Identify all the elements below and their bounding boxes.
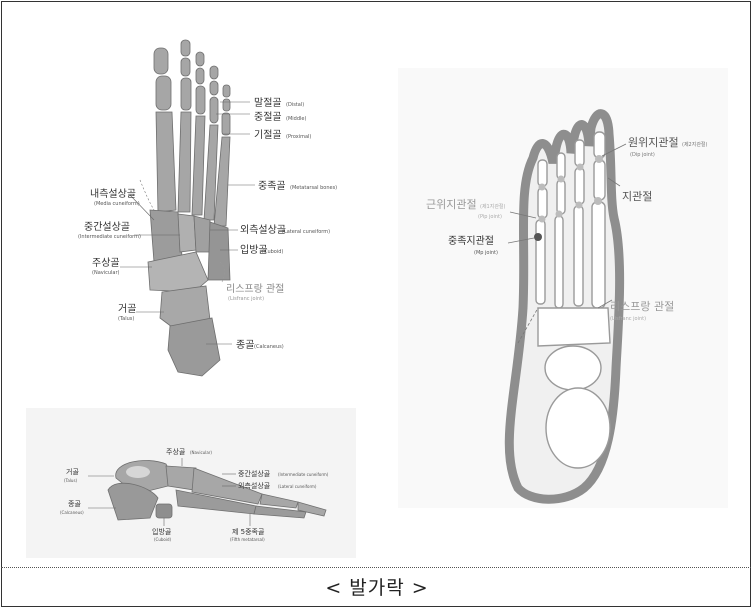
label-middle-en: (Middle) <box>286 116 306 122</box>
label-lisfranc-right: 리스프랑 관절 <box>610 300 674 313</box>
label-distal: 말절골 <box>254 96 282 109</box>
label-intermediate-cuneiform: 중간설상골 <box>84 221 130 233</box>
label-proximal-en: (Proximal) <box>286 134 311 140</box>
side-label-cuboid: 입방골 <box>152 527 172 536</box>
side-label-fifth-metatarsal-en: (Fifth metatarsal) <box>230 537 265 542</box>
label-mp: 중족지관절 <box>448 234 494 247</box>
label-medial-cuneiform-en: (Media cuneiform) <box>94 201 140 207</box>
label-mp-en: (Mp joint) <box>474 250 498 256</box>
foot-skeleton-lateral: 주상골 (Navicular) 거골 (Talus) 중간설상골 (Interm… <box>26 408 356 558</box>
caption-divider <box>1 567 751 568</box>
label-metatarsal-en: (Metatarsal bones) <box>290 185 337 191</box>
side-label-talus-en: (Talus) <box>64 478 78 483</box>
label-pip: 근위지관절 <box>426 198 477 211</box>
label-lisfranc-right-en: (Lisfranc joint) <box>610 316 646 322</box>
foot-joints-diagram: 원위지관절 (제2지관절) (Dip joint) 근위지관절 (제1지관절) … <box>398 68 728 508</box>
label-calcaneus: 종골 <box>236 339 254 351</box>
mp-joint-marker <box>534 233 542 241</box>
label-medial-cuneiform: 내측설상골 <box>90 188 136 200</box>
side-label-talus: 거골 <box>66 467 79 476</box>
label-proximal: 기절골 <box>254 128 282 141</box>
foot-joints-panel: 원위지관절 (제2지관절) (Dip joint) 근위지관절 (제1지관절) … <box>398 68 728 508</box>
label-lateral-cuneiform: 외측설상골 <box>240 224 286 236</box>
bones-group <box>148 40 230 376</box>
side-label-intermediate: 중간설상골 <box>238 469 271 478</box>
side-label-calcaneus-en: (Calcaneus) <box>60 510 84 515</box>
label-navicular-en: (Navicular) <box>92 270 120 276</box>
side-label-navicular-en: (Navicular) <box>190 450 212 455</box>
side-label-fifth-metatarsal: 제 5중족골 <box>232 528 265 536</box>
label-lisfranc-en: (Lisfranc joint) <box>228 296 264 302</box>
label-talus: 거골 <box>118 303 136 315</box>
side-label-lateral: 외측설상골 <box>238 481 271 490</box>
label-toe-joint: 지관절 <box>622 190 652 203</box>
foot-lateral-panel: 주상골 (Navicular) 거골 (Talus) 중간설상골 (Interm… <box>26 408 356 558</box>
figure-caption: < 발가락 > <box>0 573 754 600</box>
label-metatarsal: 중족골 <box>258 180 286 192</box>
label-distal-en: (Distal) <box>286 102 304 108</box>
side-label-navicular: 주상골 <box>166 447 186 456</box>
side-label-intermediate-en: (Intermediate cuneiform) <box>278 472 329 477</box>
label-calcaneus-en: (Calcaneus) <box>254 344 284 350</box>
label-middle: 중절골 <box>254 110 282 123</box>
label-talus-en: (Talus) <box>118 316 134 322</box>
label-pip-en: (Pip joint) <box>478 214 502 220</box>
side-label-cuboid-en: (Cuboid) <box>154 537 172 542</box>
label-navicular: 주상골 <box>92 257 120 269</box>
label-dip: 원위지관절 <box>628 136 679 149</box>
side-label-calcaneus: 종골 <box>68 500 81 508</box>
label-pip-ko2: (제1지관절) <box>480 203 506 210</box>
side-label-lateral-en: (Lateral cuneiform) <box>278 484 317 489</box>
label-intermediate-cuneiform-en: (Intermediate cuneiform) <box>78 234 141 240</box>
label-cuboid-en: (Cuboid) <box>262 249 283 255</box>
label-lisfranc: 리스프랑 관절 <box>226 282 284 295</box>
label-lateral-cuneiform-en: (Lateral cuneiform) <box>282 229 330 235</box>
foot-skeleton-dorsal: 말절골 (Distal) 중절골 (Middle) 기절골 (Proximal)… <box>70 30 400 390</box>
label-dip-ko2: (제2지관절) <box>682 141 708 148</box>
label-dip-en: (Dip joint) <box>630 152 655 158</box>
